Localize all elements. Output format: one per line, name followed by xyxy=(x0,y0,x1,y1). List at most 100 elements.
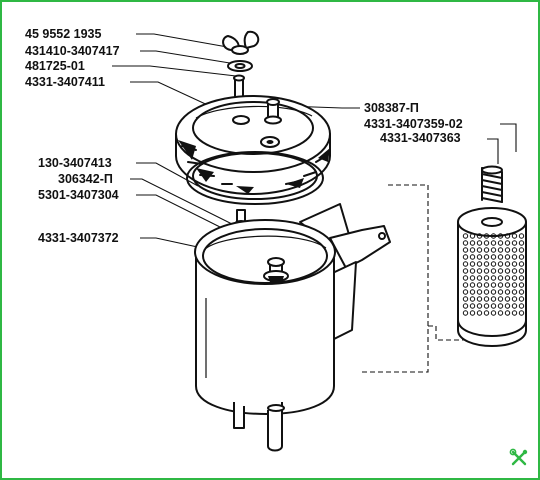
mesh-cell xyxy=(497,247,504,253)
mesh-cell xyxy=(476,261,483,267)
mesh-cell xyxy=(483,240,490,246)
mesh-cell xyxy=(504,247,511,253)
callout-label: 130-3407413 xyxy=(38,156,112,170)
mesh-cell xyxy=(504,303,511,309)
mesh-cell xyxy=(483,282,490,288)
mesh-cell xyxy=(518,310,525,316)
filter-housing xyxy=(194,203,391,452)
mesh-cell xyxy=(504,310,511,316)
mesh-cell xyxy=(483,310,490,316)
mesh-cell xyxy=(504,289,511,295)
mesh-cell xyxy=(483,233,490,239)
mesh-cell xyxy=(504,275,511,281)
callout-label: 4331-3407372 xyxy=(38,231,119,245)
mesh-cell xyxy=(511,268,518,274)
wrench-screwdriver-icon xyxy=(509,448,528,466)
mesh-cell xyxy=(504,261,511,267)
mesh-cell xyxy=(462,303,469,309)
mesh-cell xyxy=(518,282,525,288)
mesh-cell xyxy=(504,268,511,274)
mesh-cell xyxy=(497,296,504,302)
mesh-cell xyxy=(511,233,518,239)
mesh-cell xyxy=(490,289,497,295)
mesh-cell xyxy=(469,247,476,253)
mesh-cell xyxy=(511,240,518,246)
mesh-cell xyxy=(518,275,525,281)
mesh-cell xyxy=(518,261,525,267)
mesh-cell xyxy=(504,254,511,260)
mesh-cell xyxy=(490,303,497,309)
mesh-cell xyxy=(518,289,525,295)
mesh-cell xyxy=(490,240,497,246)
mesh-cell xyxy=(490,310,497,316)
mesh-cell xyxy=(462,247,469,253)
mesh-cell xyxy=(476,268,483,274)
mesh-cell xyxy=(462,289,469,295)
mesh-cell xyxy=(469,310,476,316)
filter-mesh xyxy=(462,233,525,316)
mesh-cell xyxy=(490,275,497,281)
mesh-cell xyxy=(469,233,476,239)
filter-cap xyxy=(175,95,331,195)
mesh-cell xyxy=(511,310,518,316)
mesh-cell xyxy=(511,275,518,281)
callout-label: 4331-3407411 xyxy=(25,75,105,89)
mesh-cell xyxy=(476,289,483,295)
mesh-cell xyxy=(476,247,483,253)
mesh-cell xyxy=(469,268,476,274)
mesh-cell xyxy=(476,310,483,316)
callout-label: 5301-3407304 xyxy=(38,188,119,202)
filter-element xyxy=(457,207,527,347)
mesh-cell xyxy=(511,303,518,309)
mesh-cell xyxy=(497,240,504,246)
mesh-cell xyxy=(518,247,525,253)
mesh-cell xyxy=(462,233,469,239)
callout-label: 4331-3407359-02 xyxy=(364,117,463,131)
callout-label: 308387-П xyxy=(364,101,419,115)
mesh-cell xyxy=(476,282,483,288)
left-callouts: 45 9552 1935 431410-3407417 481725-01 43… xyxy=(25,27,120,245)
mesh-cell xyxy=(511,261,518,267)
callout-label: 45 9552 1935 xyxy=(25,27,102,41)
mesh-cell xyxy=(462,240,469,246)
mesh-cell xyxy=(469,261,476,267)
mesh-cell xyxy=(469,275,476,281)
mesh-cell xyxy=(469,296,476,302)
mesh-cell xyxy=(504,240,511,246)
mesh-cell xyxy=(476,275,483,281)
mesh-cell xyxy=(497,310,504,316)
mesh-cell xyxy=(483,254,490,260)
mesh-cell xyxy=(518,296,525,302)
mesh-cell xyxy=(483,303,490,309)
mesh-cell xyxy=(490,282,497,288)
spring xyxy=(481,165,503,203)
mesh-cell xyxy=(497,254,504,260)
mesh-cell xyxy=(469,254,476,260)
mesh-cell xyxy=(462,282,469,288)
mesh-cell xyxy=(483,268,490,274)
mesh-cell xyxy=(490,261,497,267)
callout-label: 431410-3407417 xyxy=(25,44,120,58)
callout-label: 481725-01 xyxy=(25,59,85,73)
callout-label: 4331-3407363 xyxy=(380,131,461,145)
mesh-cell xyxy=(511,254,518,260)
mesh-cell xyxy=(462,268,469,274)
mesh-cell xyxy=(483,296,490,302)
gasket xyxy=(186,151,324,205)
mesh-cell xyxy=(469,240,476,246)
mesh-cell xyxy=(462,254,469,260)
mesh-cell xyxy=(476,240,483,246)
mesh-cell xyxy=(504,282,511,288)
mesh-cell xyxy=(469,289,476,295)
mesh-cell xyxy=(511,289,518,295)
mesh-cell xyxy=(469,282,476,288)
mesh-cell xyxy=(483,275,490,281)
mesh-cell xyxy=(490,296,497,302)
mesh-cell xyxy=(469,303,476,309)
mesh-cell xyxy=(504,296,511,302)
mesh-cell xyxy=(462,261,469,267)
mesh-cell xyxy=(483,247,490,253)
mesh-cell xyxy=(518,303,525,309)
mesh-cell xyxy=(504,233,511,239)
